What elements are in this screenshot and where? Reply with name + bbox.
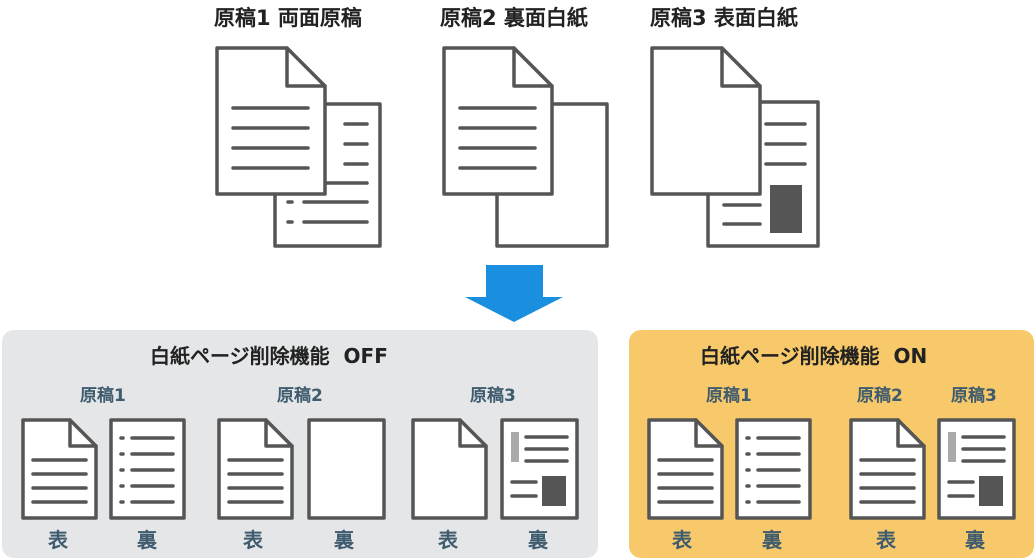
doc1-title: 原稿1 両面原稿 [214,6,362,30]
off-doc1-front-icon [21,418,98,520]
panel-on-title: 白紙ページ削除機能 ON [700,344,928,368]
off-doc1-label: 原稿1 [80,386,126,406]
off-side-label: 裏 [334,528,354,552]
off-side-label: 表 [48,528,68,552]
on-doc3-back-icon [937,418,1016,520]
off-doc2-label: 原稿2 [277,386,323,406]
doc3-title: 原稿3 表面白紙 [650,6,798,30]
on-side-label: 表 [876,528,896,552]
on-doc1-label: 原稿1 [706,386,752,406]
on-side-label: 裏 [762,528,782,552]
on-doc3-label: 原稿3 [951,386,997,406]
off-doc1-back-icon [109,418,186,520]
panel-blank-removal-off [2,330,598,558]
off-doc2-front-icon [217,418,294,520]
off-side-label: 裏 [137,528,157,552]
off-side-label: 裏 [528,528,548,552]
on-side-label: 表 [672,528,692,552]
off-doc3-back-icon [500,418,579,520]
doc1-front-page-icon [215,46,327,196]
on-side-label: 裏 [965,528,985,552]
off-side-label: 表 [438,528,458,552]
doc3-front-page-icon [650,46,762,196]
on-doc1-front-icon [647,418,724,520]
arrow-down-icon [465,265,563,322]
doc2-title: 原稿2 裏面白紙 [440,6,588,30]
off-doc3-label: 原稿3 [470,386,516,406]
doc2-front-page-icon [442,46,554,196]
off-side-label: 表 [243,528,263,552]
on-doc2-label: 原稿2 [857,386,903,406]
on-doc1-back-icon [735,418,812,520]
on-doc2-front-icon [849,418,926,520]
panel-off-title: 白紙ページ削除機能 OFF [150,344,388,368]
off-doc2-back-blank-icon [307,418,386,520]
off-doc3-front-blank-icon [411,418,488,520]
